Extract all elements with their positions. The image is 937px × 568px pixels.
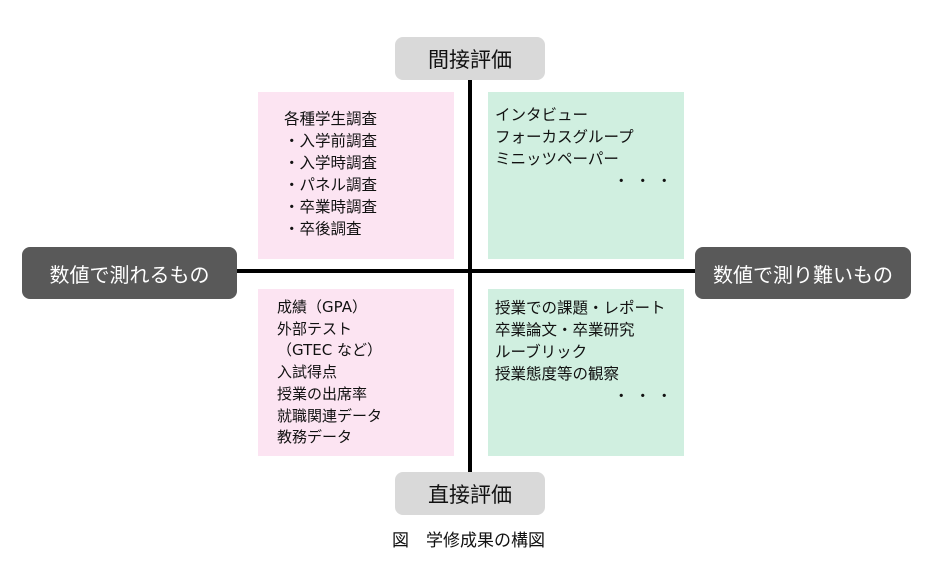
list-item: ・入学前調査 [284,132,378,150]
axis-label-hard-to-measure: 数値で測り難いもの [695,247,911,299]
axis-label-measurable: 数値で測れるもの [22,247,237,299]
list-item: ・パネル調査 [284,176,378,194]
quadrant-indirect-quantitative: 各種学生調査 ・入学前調査 ・入学時調査 ・パネル調査 ・卒業時調査 ・卒後調査 [258,92,454,259]
list-item: 卒業論文・卒業研究 [495,321,635,339]
ellipsis: ・・・ [613,172,678,190]
list-item: ・入学時調査 [284,154,378,172]
list-item: 入試得点 [277,363,338,382]
list-item: 授業態度等の観察 [495,365,620,383]
axis-label-direct: 直接評価 [395,472,545,515]
list-item: インタビュー [495,106,589,124]
list-item: 教務データ [277,428,353,447]
quadrant-direct-qualitative: 授業での課題・レポート 卒業論文・卒業研究 ルーブリック 授業態度等の観察 ・・… [488,289,684,456]
list-item: ミニッツペーパー [495,150,619,168]
vertical-axis [468,80,472,473]
list-item: 授業の出席率 [277,384,368,403]
list-item: 授業での課題・レポート [495,299,666,317]
list-item: 成績（GPA） [277,298,367,316]
figure-caption: 図 学修成果の構図 [392,531,545,551]
list-item: ・卒後調査 [284,220,362,238]
ellipsis: ・・・ [613,387,678,405]
list-item: 就職関連データ [277,406,383,425]
list-item: 外部テスト [277,319,353,338]
list-item: （GTEC など） [277,341,382,360]
quadrant-indirect-qualitative: インタビュー フォーカスグループ ミニッツペーパー ・・・ [488,92,684,259]
horizontal-axis [236,269,696,273]
list-item: フォーカスグループ [495,128,634,146]
list-item: 各種学生調査 [284,110,378,128]
axis-label-indirect: 間接評価 [395,37,545,80]
quadrant-direct-quantitative: 成績（GPA） 外部テスト （GTEC など） 入試得点 授業の出席率 就職関連… [258,289,454,456]
list-item: ・卒業時調査 [284,198,378,216]
list-item: ルーブリック [495,343,588,361]
